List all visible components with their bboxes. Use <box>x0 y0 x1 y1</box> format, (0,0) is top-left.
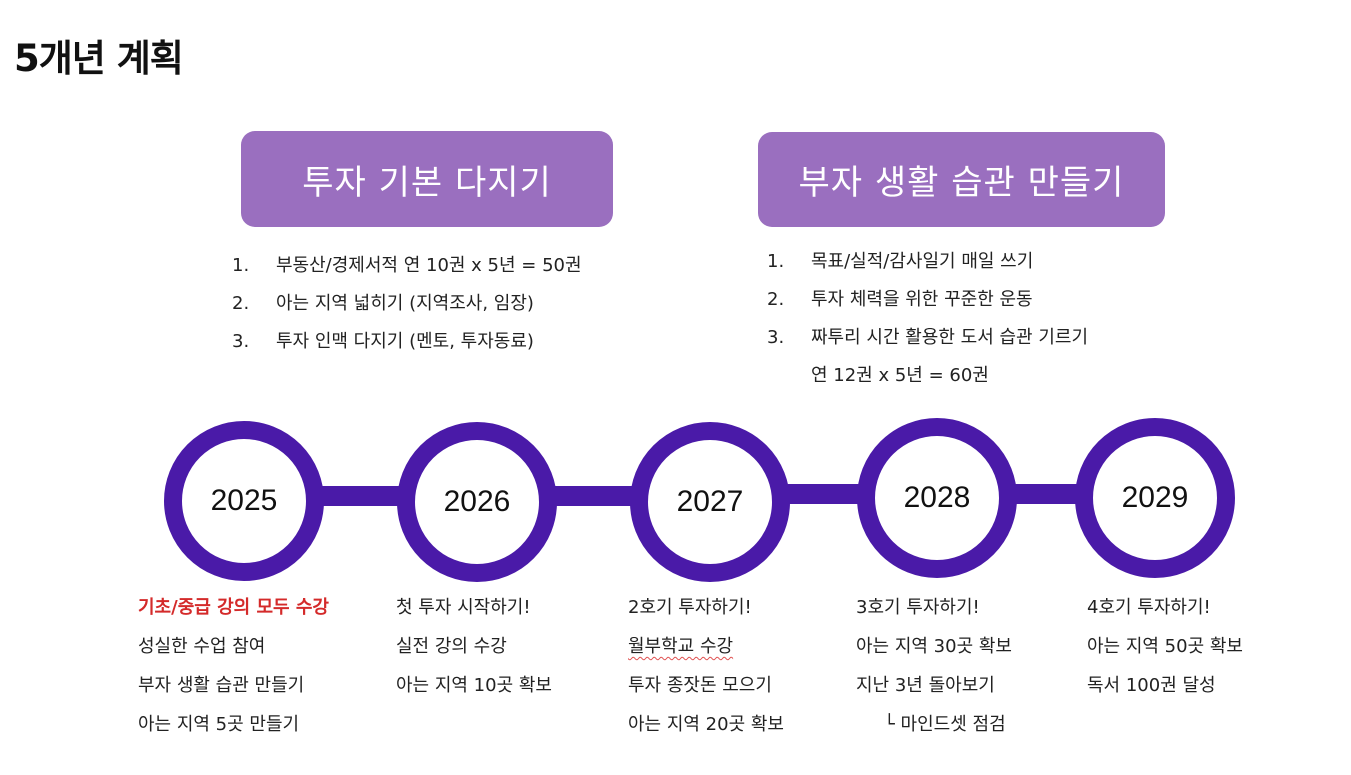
section-header-label: 부자 생활 습관 만들기 <box>798 163 1125 203</box>
goal-item: 1. 목표/실적/감사일기 매일 쓰기 <box>767 249 1088 287</box>
goal-number: 1. <box>232 255 250 276</box>
page-title: 5개년 계획 <box>14 37 184 80</box>
timeline-connector <box>530 486 660 506</box>
milestone-item: 2호기 투자하기! <box>628 597 752 618</box>
milestone-item: 실전 강의 수강 <box>396 636 507 657</box>
year-circle-2027: 2027 <box>630 422 790 582</box>
goal-text: 부동산/경제서적 연 10권 x 5년 = 50권 <box>276 255 582 276</box>
year-label: 2026 <box>443 485 511 518</box>
goal-item: 2. 투자 체력을 위한 꾸준한 운동 <box>767 287 1088 325</box>
milestone-item: 아는 지역 5곳 만들기 <box>138 714 300 735</box>
goal-number: 2. <box>767 289 785 310</box>
milestones-2029: 4호기 투자하기! 아는 지역 50곳 확보 독서 100권 달성 <box>1087 595 1243 712</box>
goal-item: 3. 짜투리 시간 활용한 도서 습관 기르기 <box>767 325 1088 363</box>
milestones-2026: 첫 투자 시작하기! 실전 강의 수강 아는 지역 10곳 확보 <box>396 595 552 712</box>
year-circle-2028: 2028 <box>857 418 1017 578</box>
goal-item: 3. 투자 인맥 다지기 (멘토, 투자동료) <box>232 329 582 367</box>
section-header-investment-basics: 투자 기본 다지기 <box>241 131 613 227</box>
goal-item: 2. 아는 지역 넓히기 (지역조사, 임장) <box>232 291 582 329</box>
milestone-item: 성실한 수업 참여 <box>138 636 266 657</box>
year-label: 2027 <box>676 485 744 518</box>
milestone-item: 3호기 투자하기! <box>856 597 980 618</box>
year-label: 2025 <box>210 484 278 517</box>
milestone-item: 아는 지역 10곳 확보 <box>396 675 552 696</box>
milestone-item: 아는 지역 50곳 확보 <box>1087 636 1243 657</box>
milestone-item: 지난 3년 돌아보기 <box>856 675 995 696</box>
milestones-2027: 2호기 투자하기! 월부학교 수강 투자 종잣돈 모으기 아는 지역 20곳 확… <box>628 595 784 751</box>
milestone-item: 투자 종잣돈 모으기 <box>628 675 772 696</box>
milestone-item: 독서 100권 달성 <box>1087 675 1216 696</box>
year-circle-2029: 2029 <box>1075 418 1235 578</box>
investment-basics-goal-list: 1. 부동산/경제서적 연 10권 x 5년 = 50권 2. 아는 지역 넓히… <box>232 253 582 367</box>
milestone-item: 부자 생활 습관 만들기 <box>138 675 305 696</box>
milestone-text: 월부학교 수강 <box>628 636 734 657</box>
goal-number: 3. <box>767 327 785 348</box>
timeline-connector <box>990 484 1100 504</box>
milestone-item: 첫 투자 시작하기! <box>396 597 531 618</box>
goal-text: 투자 체력을 위한 꾸준한 운동 <box>811 289 1033 310</box>
milestone-item: 아는 지역 20곳 확보 <box>628 714 784 735</box>
goal-number: 2. <box>232 293 250 314</box>
milestone-item: 아는 지역 30곳 확보 <box>856 636 1012 657</box>
goal-text: 목표/실적/감사일기 매일 쓰기 <box>811 251 1034 272</box>
milestone-item: 월부학교 수강 <box>628 634 784 673</box>
milestone-item: 4호기 투자하기! <box>1087 597 1211 618</box>
year-label: 2029 <box>1121 481 1189 514</box>
goal-number: 3. <box>232 331 250 352</box>
goal-continuation-text: 연 12권 x 5년 = 60권 <box>811 365 989 386</box>
timeline-connector <box>300 486 430 506</box>
goal-continuation: 연 12권 x 5년 = 60권 <box>767 363 1088 401</box>
goal-text: 아는 지역 넓히기 (지역조사, 임장) <box>276 293 534 314</box>
year-circle-2026: 2026 <box>397 422 557 582</box>
milestones-2028: 3호기 투자하기! 아는 지역 30곳 확보 지난 3년 돌아보기 └ 마인드셋… <box>856 595 1012 751</box>
year-circle-2025: 2025 <box>164 421 324 581</box>
section-header-label: 투자 기본 다지기 <box>302 162 552 203</box>
milestones-2025: 기초/중급 강의 모두 수강 성실한 수업 참여 부자 생활 습관 만들기 아는… <box>138 595 329 751</box>
milestone-sub-item: └ 마인드셋 점검 <box>884 714 1006 735</box>
year-label: 2028 <box>903 481 971 514</box>
goal-text: 투자 인맥 다지기 (멘토, 투자동료) <box>276 331 534 352</box>
rich-habits-goal-list: 1. 목표/실적/감사일기 매일 쓰기 2. 투자 체력을 위한 꾸준한 운동 … <box>767 249 1088 401</box>
milestone-item: 기초/중급 강의 모두 수강 <box>138 597 329 618</box>
goal-item: 1. 부동산/경제서적 연 10권 x 5년 = 50권 <box>232 253 582 291</box>
goal-text: 짜투리 시간 활용한 도서 습관 기르기 <box>811 327 1089 348</box>
timeline-connector <box>760 484 890 504</box>
section-header-rich-habits: 부자 생활 습관 만들기 <box>758 132 1165 227</box>
goal-number: 1. <box>767 251 785 272</box>
